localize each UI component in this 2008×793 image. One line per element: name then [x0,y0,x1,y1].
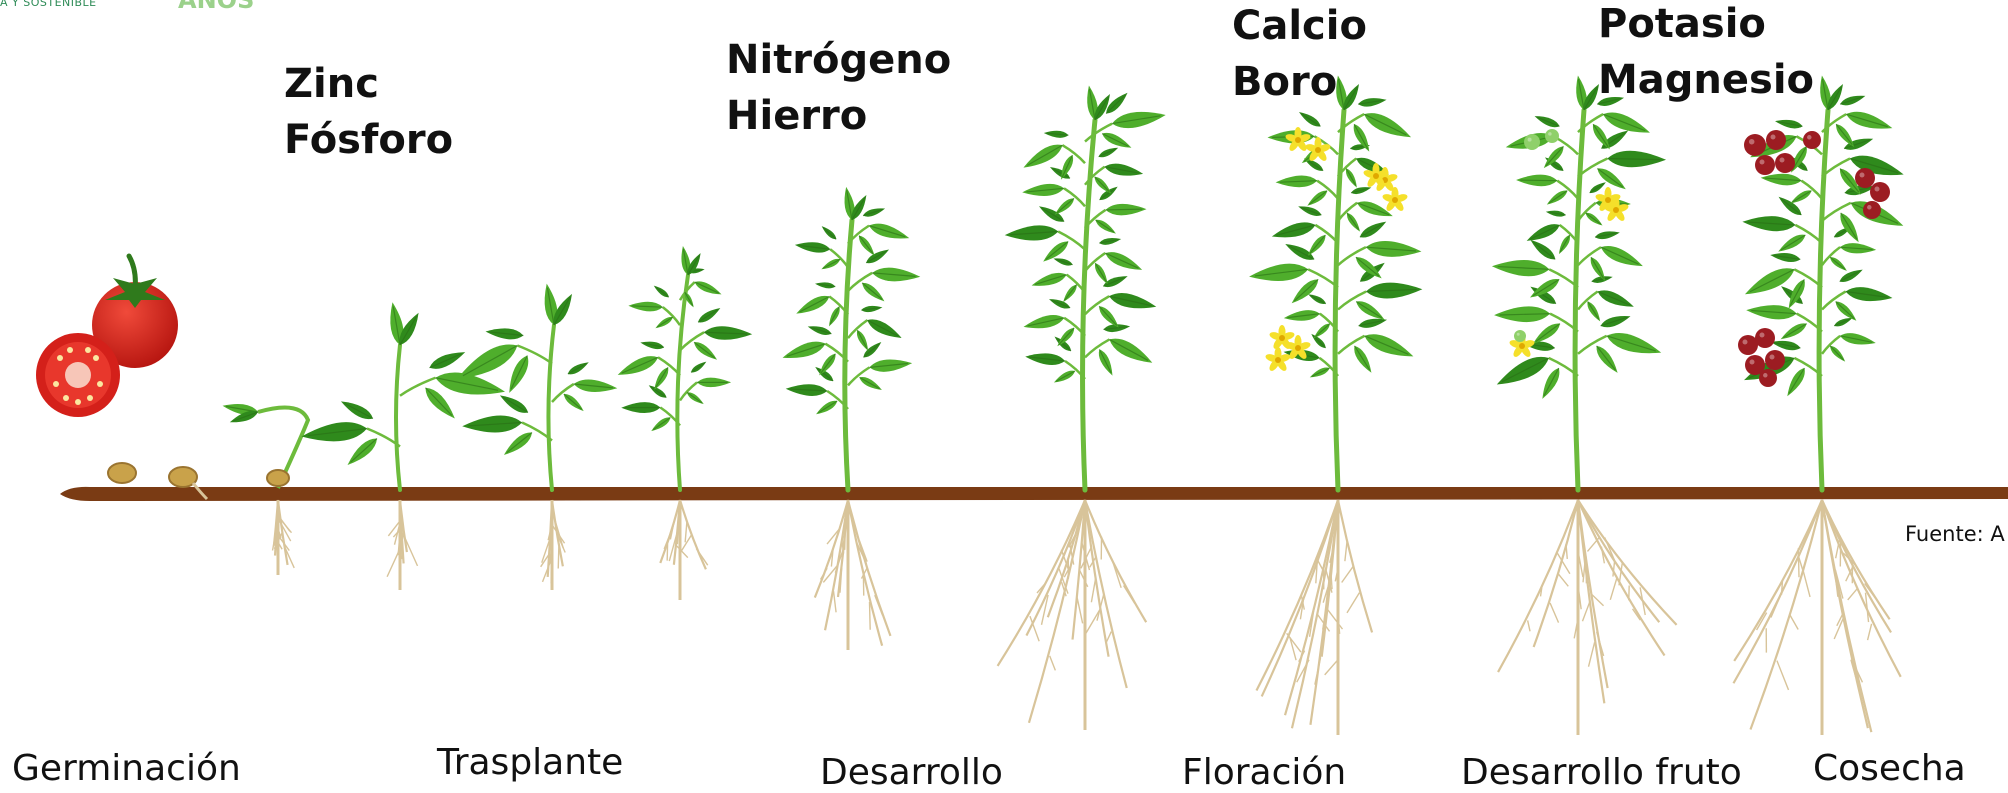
plant-young-1 [615,245,752,600]
nutrient-group-calcio-boro: Calcio Boro [1232,0,1367,110]
plant-harvest [1733,75,1906,735]
foliage [1741,75,1907,399]
nutrient-label: Nitrógeno [726,32,951,88]
foliage [615,245,752,433]
roots [1256,500,1372,735]
logo-anos: AÑOS [178,0,254,14]
stage-label-germinacion: Germinación [12,748,241,789]
foliage [452,283,618,459]
plant-vegetative [998,85,1167,730]
nutrient-group-zinc-fosforo: Zinc Fósforo [284,56,453,168]
stage-label-desarrollo: Desarrollo [820,752,1003,793]
fruits [1738,130,1890,387]
roots [273,500,295,575]
nutrient-label: Fósforo [284,112,453,168]
soil-line [60,487,2008,501]
roots [1498,500,1677,735]
source-credit: Fuente: A [1905,522,2005,546]
roots [541,500,566,590]
roots [815,500,891,650]
nutrient-label: Magnesio [1598,52,1814,108]
plant-flowering [1248,75,1423,735]
stage-label-floracion: Floración [1182,752,1346,793]
nutrient-group-potasio-magnesio: Potasio Magnesio [1598,0,1814,108]
nutrient-label: Potasio [1598,0,1814,52]
nutrient-label: Calcio [1232,0,1367,54]
roots [387,500,417,590]
stage-label-desarrollo-fruto: Desarrollo fruto [1461,752,1742,793]
roots [998,500,1147,730]
nutrient-group-nitrogeno-hierro: Nitrógeno Hierro [726,32,951,144]
seed-icon [108,463,136,483]
plant-seedling-2 [452,283,618,590]
nutrient-label: Boro [1232,54,1367,110]
plant-fruit-development [1491,75,1676,735]
stage-label-trasplante: Trasplante [437,742,623,783]
nutrient-label: Hierro [726,88,951,144]
plant-seedling-1 [300,301,507,590]
roots [1733,500,1900,735]
stage-label-cosecha: Cosecha [1813,748,1966,789]
roots [660,500,707,600]
foliage [300,301,507,469]
nutrient-label: Zinc [284,56,453,112]
sliced-tomato-icon [36,333,120,417]
plant-developing [781,186,921,650]
logo-tagline: A Y SOSTENIBLE [0,0,97,9]
